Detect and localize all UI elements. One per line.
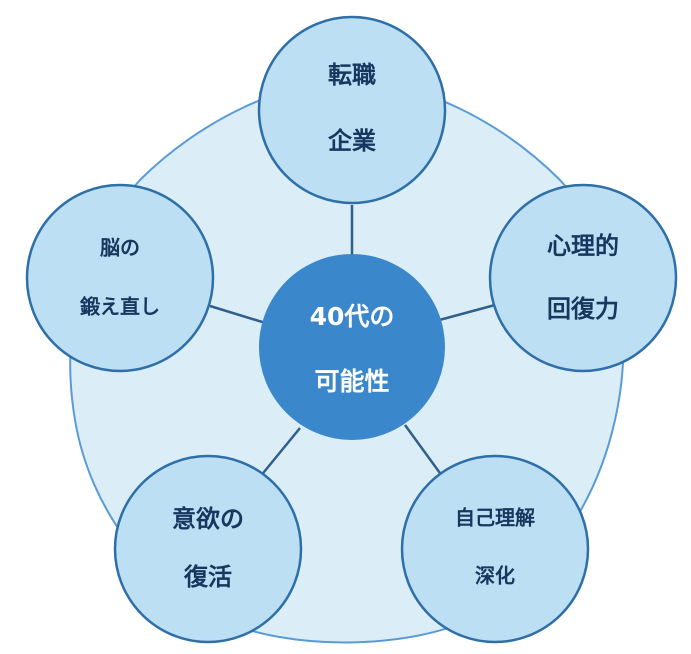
node-label-line1: 心理的 [547, 232, 619, 260]
node-label-line1: 脳の [99, 236, 140, 260]
connector-left [209, 304, 273, 327]
node-self-understanding: 自己理解 深化 [400, 454, 590, 644]
node-label-line2: 鍛え直し [80, 295, 160, 319]
center-label-line1: 40代の [310, 302, 395, 331]
node-label-line2: 回復力 [547, 295, 619, 323]
node-label-line1: 意欲の [172, 505, 244, 533]
node-label-line2: 復活 [183, 563, 232, 591]
connector-right [431, 303, 496, 324]
node-psychological-recovery: 心理的 回復力 [488, 183, 678, 373]
node-circle [257, 15, 447, 205]
node-career-change: 転職 企業 [257, 15, 447, 205]
node-label-line2: 深化 [475, 564, 515, 588]
connector-bottom-right [403, 424, 447, 481]
node-circle [25, 183, 215, 373]
center-node: 40代の 可能性 [259, 254, 445, 440]
node-label-line1: 転職 [328, 61, 376, 89]
node-circle [488, 183, 678, 373]
node-brain-training: 脳の 鍛え直し [25, 183, 215, 373]
node-motivation-revival: 意欲の 復活 [113, 454, 303, 644]
node-label-line2: 企業 [328, 127, 376, 155]
center-label-line2: 可能性 [314, 367, 389, 396]
center-circle [259, 254, 445, 440]
node-circle [400, 454, 590, 644]
node-circle [113, 454, 303, 644]
node-label-line1: 自己理解 [455, 506, 535, 530]
